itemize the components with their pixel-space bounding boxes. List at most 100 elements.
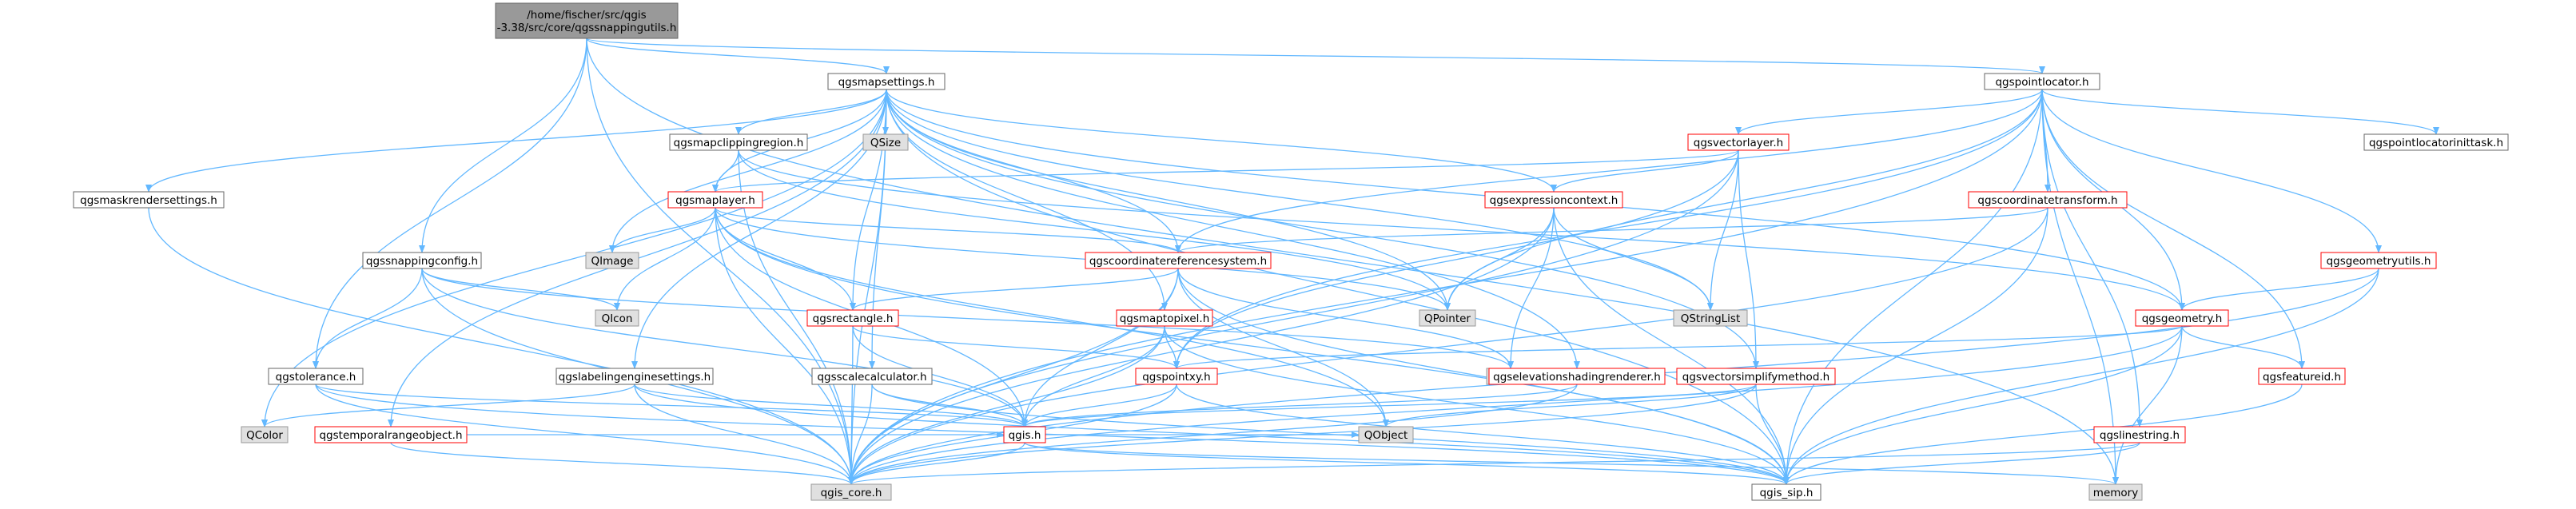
node-maplayer[interactable]: qgsmaplayer.h <box>667 191 763 209</box>
node-memory-box <box>2088 483 2143 501</box>
node-mapsettings-box <box>827 73 946 90</box>
node-qgissip[interactable]: qgis_sip.h <box>1751 483 1822 501</box>
node-coordtransform-label: qgscoordinatetransform.h <box>1977 194 2117 207</box>
node-featureid[interactable]: qgsfeatureid.h <box>2258 368 2346 385</box>
edge-coordtransform-to-qgiscore <box>848 207 2048 485</box>
node-linestring[interactable]: qgslinestring.h <box>2093 426 2186 443</box>
edge-coordtransform-to-crs <box>1175 207 2048 253</box>
edge-mapsettings-to-maptopixel <box>886 89 1168 311</box>
node-mapclipping-box <box>669 133 808 151</box>
node-memory-label: memory <box>2093 487 2138 499</box>
node-maptopixel-box <box>1116 309 1213 327</box>
node-mapclipping-label: qgsmapclippingregion.h <box>674 137 804 149</box>
node-qpointer-label: QPointer <box>1424 312 1471 325</box>
edge-root-to-mapsettings <box>586 38 890 74</box>
node-elevshading-label: qgselevationshadingrenderer.h <box>1493 371 1661 384</box>
node-locatorinittask[interactable]: qgspointlocatorinittask.h <box>2363 133 2509 151</box>
node-featureid-label: qgsfeatureid.h <box>2263 371 2341 384</box>
edge-vectorlayer-to-qstringlist <box>1707 149 1739 311</box>
edge-maptopixel-to-qgissip <box>1164 325 1790 485</box>
edge-coordtransform-to-qgissip <box>1783 207 2048 485</box>
edge-pointlocator-to-linestring <box>2041 89 2143 427</box>
node-qgiscore: qgis_core.h <box>810 483 892 501</box>
edge-maplayer-to-qimage <box>609 207 716 253</box>
node-qgis-label: qgis.h <box>1009 429 1041 442</box>
edge-snappingconfig-to-tolerance <box>313 268 423 369</box>
edge-vectorlayer-to-maplayer <box>712 149 1739 193</box>
edge-pointxy-to-qgissip <box>1176 384 1790 485</box>
edge-geometry-to-qgissip <box>1783 325 2183 485</box>
node-scalecalc-box <box>811 368 933 385</box>
edge-exprcontext-to-qpointer <box>1444 207 1555 311</box>
node-crs[interactable]: qgscoordinatereferencesystem.h <box>1085 252 1272 269</box>
node-geometry-box <box>2135 309 2229 327</box>
node-geomutils[interactable]: qgsgeometryutils.h <box>2320 252 2437 269</box>
node-qimage-label: QImage <box>591 255 634 268</box>
node-vectorlayer-label: qgsvectorlayer.h <box>1694 137 1783 149</box>
node-qgissip-box <box>1751 483 1822 501</box>
node-scalecalc-label: qgsscalecalculator.h <box>817 371 926 384</box>
node-root[interactable]: /home/fischer/src/qgis-3.38/src/core/qgs… <box>495 2 679 39</box>
edge-maskrender-to-qgiscore <box>148 207 854 485</box>
node-elevshading[interactable]: qgselevationshadingrenderer.h <box>1488 368 1666 385</box>
node-pointxy[interactable]: qgspointxy.h <box>1135 368 1218 385</box>
edge-pointlocator-to-crs <box>1175 89 2043 253</box>
edge-snappingconfig-to-qhash <box>421 268 1514 369</box>
node-snappingconfig[interactable]: qgssnappingconfig.h <box>362 252 482 269</box>
node-qcolor-box <box>241 426 289 443</box>
node-maptopixel-label: qgsmaptopixel.h <box>1120 312 1210 325</box>
edges-layer <box>145 38 2439 485</box>
node-coordtransform[interactable]: qgscoordinatetransform.h <box>1968 191 2128 209</box>
node-maptopixel[interactable]: qgsmaptopixel.h <box>1116 309 1213 327</box>
node-labelingengine[interactable]: qgslabelingenginesettings.h <box>555 368 714 385</box>
node-tolerance[interactable]: qgstolerance.h <box>268 368 364 385</box>
node-temporalrange-label: qgstemporalrangeobject.h <box>319 429 462 442</box>
edge-pointlocator-to-geomutils <box>2041 89 2382 253</box>
edge-labelingengine-to-qgis <box>634 384 1028 427</box>
node-linestring-box <box>2093 426 2186 443</box>
node-vectorsimplify[interactable]: qgsvectorsimplifymethod.h <box>1676 368 1836 385</box>
node-geomutils-box <box>2320 252 2437 269</box>
node-crs-box <box>1085 252 1272 269</box>
node-qgiscore-label: qgis_core.h <box>821 487 882 499</box>
edge-vectorlayer-to-pointxy <box>1173 149 1739 369</box>
node-qpointer-box <box>1419 309 1476 327</box>
node-temporalrange[interactable]: qgstemporalrangeobject.h <box>314 426 468 443</box>
edge-tolerance-to-qgis <box>315 384 1028 427</box>
node-qgis[interactable]: qgis.h <box>1003 426 1046 443</box>
edge-maplayer-to-qpointer <box>715 207 1451 311</box>
node-pointlocator-box <box>1984 73 2100 90</box>
node-scalecalc[interactable]: qgsscalecalculator.h <box>811 368 933 385</box>
node-qimage: QImage <box>585 252 639 269</box>
edge-root-to-memory <box>586 38 2119 485</box>
node-locatorinittask-box <box>2363 133 2509 151</box>
node-rectangle[interactable]: qgsrectangle.h <box>806 309 899 327</box>
edge-exprcontext-to-qgiscore <box>848 207 1555 485</box>
edge-maptopixel-to-qgiscore <box>848 325 1165 485</box>
node-maskrender[interactable]: qgsmaskrendersettings.h <box>73 191 225 209</box>
node-geometry[interactable]: qgsgeometry.h <box>2135 309 2229 327</box>
node-pointlocator[interactable]: qgspointlocator.h <box>1984 73 2100 90</box>
node-pointxy-label: qgspointxy.h <box>1142 371 1211 384</box>
edge-vectorsimplify-to-qobject <box>1383 384 1757 427</box>
node-qcolor: QColor <box>241 426 289 443</box>
node-mapsettings[interactable]: qgsmapsettings.h <box>827 73 946 90</box>
edge-mapsettings-to-exprcontext <box>886 89 1557 193</box>
edge-mapsettings-to-labelingengine <box>631 89 887 369</box>
edge-mapsettings-to-mapclipping <box>735 89 887 135</box>
edge-geometry-to-featureid <box>2181 325 2305 369</box>
node-tolerance-label: qgstolerance.h <box>276 371 356 384</box>
node-mapclipping[interactable]: qgsmapclippingregion.h <box>669 133 808 151</box>
edge-maplayer-to-crs <box>715 207 1181 253</box>
edge-vectorlayer-to-exprcontext <box>1551 149 1739 193</box>
edge-pointlocator-to-qgiscore <box>848 89 2043 485</box>
edge-maplayer-to-qgiscore <box>715 207 854 485</box>
node-qstringlist: QStringList <box>1673 309 1748 327</box>
edge-crs-to-qgiscore <box>848 268 1179 485</box>
edge-pointlocator-to-qgissip <box>1783 89 2043 485</box>
edge-mapsettings-to-qpointer <box>886 89 1451 311</box>
node-exprcontext[interactable]: qgsexpressioncontext.h <box>1484 191 1623 209</box>
node-elevshading-box <box>1488 368 1666 385</box>
node-vectorlayer[interactable]: qgsvectorlayer.h <box>1687 133 1790 151</box>
edge-geomutils-to-geometry <box>2179 268 2379 311</box>
